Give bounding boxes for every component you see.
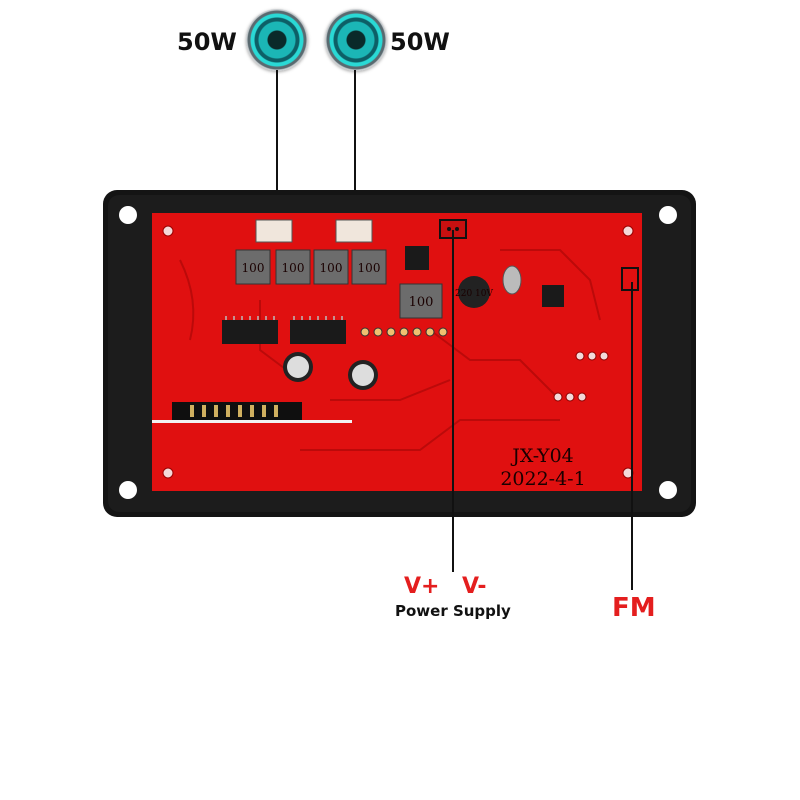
right-speaker-power-label: 50W	[390, 28, 450, 56]
power-positive-label: V+	[404, 574, 440, 599]
power-supply-label: Power Supply	[395, 602, 511, 620]
inductor-mark: 100	[358, 261, 381, 275]
right-speaker-icon	[325, 9, 387, 71]
capacitor-mark: 220 10V	[455, 289, 493, 299]
inductor-mark: 100	[320, 261, 343, 275]
left-speaker-icon	[246, 9, 308, 71]
inductor-mark: 100	[242, 261, 265, 275]
power-negative-label: V-	[462, 574, 487, 599]
board-model: JX-Y04	[510, 445, 574, 467]
inductor-mark: 100	[282, 261, 305, 275]
left-speaker-power-label: 50W	[177, 28, 237, 56]
fm-label: FM	[612, 593, 656, 623]
inductor-mark: 100	[409, 295, 434, 310]
board-date: 2022-4-1	[500, 468, 585, 490]
